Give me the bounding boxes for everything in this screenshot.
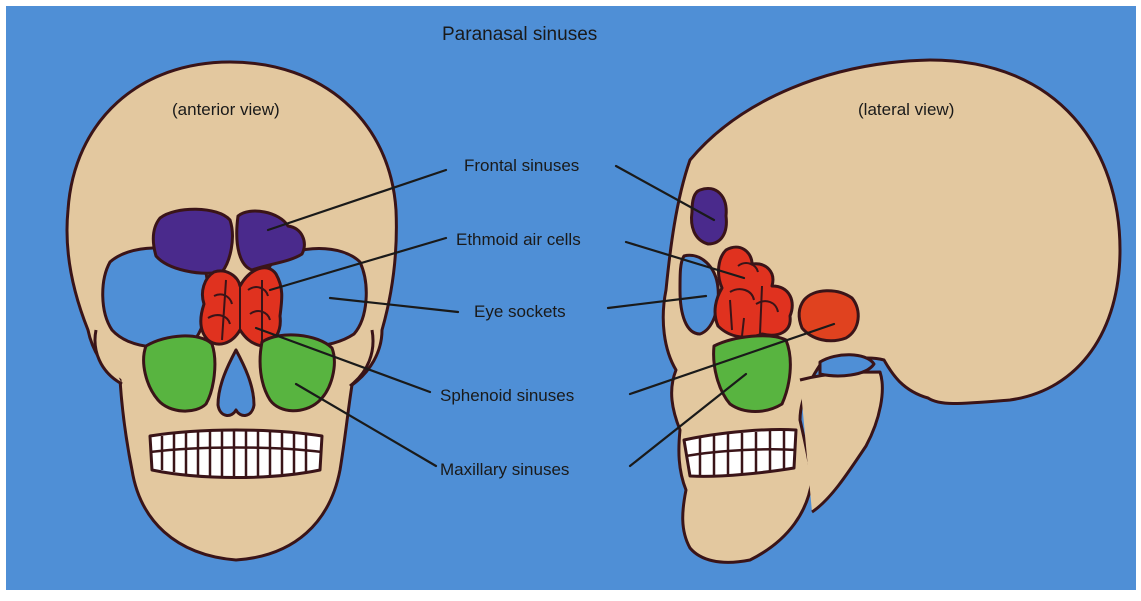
label-ethmoid-air-cells: Ethmoid air cells [456, 230, 581, 250]
label-eye-sockets: Eye sockets [474, 302, 566, 322]
label-maxillary-sinuses: Maxillary sinuses [440, 460, 569, 480]
anterior-view-label: (anterior view) [172, 100, 280, 120]
label-frontal-sinuses: Frontal sinuses [464, 156, 579, 176]
diagram-title: Paranasal sinuses [442, 24, 597, 46]
anterior-teeth [150, 430, 322, 478]
lateral-view-label: (lateral view) [858, 100, 954, 120]
anterior-frontal-sinus-left [153, 209, 232, 273]
label-sphenoid-sinuses: Sphenoid sinuses [440, 386, 574, 406]
